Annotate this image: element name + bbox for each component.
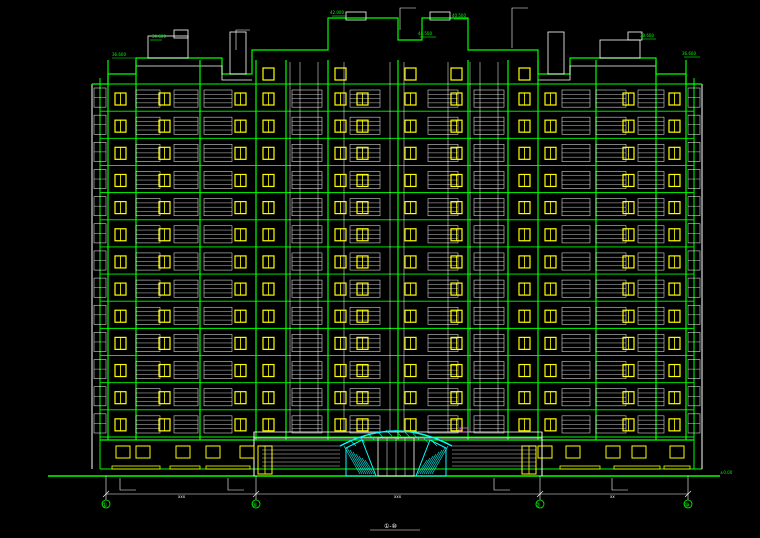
dim-tick-3 bbox=[684, 490, 692, 498]
axis-label-1: ① bbox=[102, 502, 107, 509]
canopy-hatch bbox=[394, 429, 402, 437]
ground-window-5 bbox=[537, 445, 553, 459]
base-strip-2 bbox=[205, 465, 251, 470]
stair-hatch bbox=[417, 459, 428, 475]
bottom-leader-0 bbox=[119, 478, 136, 491]
window-top-1 bbox=[334, 67, 347, 81]
stair-hatch bbox=[423, 453, 437, 475]
base-strip-4 bbox=[613, 465, 661, 470]
stair-hatch bbox=[364, 459, 375, 475]
base-strip-3 bbox=[559, 465, 601, 470]
ground-window-4 bbox=[239, 445, 255, 459]
ground-window-3 bbox=[205, 445, 221, 459]
ground-window-8 bbox=[631, 445, 647, 459]
stair-hatch bbox=[431, 445, 449, 475]
axis-label-4: ④ bbox=[252, 502, 257, 509]
elev-tag-7: 36.600 bbox=[682, 51, 696, 56]
stair-hatch bbox=[425, 451, 440, 475]
stair-hatch bbox=[429, 447, 446, 475]
axis-bubble-3 bbox=[683, 499, 693, 509]
roof-box-a bbox=[345, 11, 367, 21]
stair-hatch bbox=[358, 455, 371, 475]
stair-right bbox=[415, 439, 447, 477]
dim-tick-1 bbox=[252, 490, 260, 498]
stair-hatch bbox=[419, 457, 431, 475]
stair-hatch bbox=[352, 451, 367, 475]
roof-inner-left bbox=[136, 65, 252, 81]
stair-hatch bbox=[346, 447, 363, 475]
callout-leader-2 bbox=[235, 29, 250, 50]
window-top-3 bbox=[450, 67, 463, 81]
stair-hatch bbox=[343, 445, 361, 475]
ground-window-2 bbox=[175, 445, 191, 459]
callout-leader-1 bbox=[511, 7, 528, 48]
roof-tower-left bbox=[147, 35, 189, 59]
bottom-leader-1 bbox=[227, 478, 244, 491]
window-top-2 bbox=[404, 67, 417, 81]
roof-box-b bbox=[429, 11, 451, 21]
drawing-title: ①-⑩ bbox=[384, 523, 397, 530]
canopy-hatch bbox=[421, 436, 429, 443]
stair-hatch bbox=[427, 449, 443, 475]
canopy-hatch bbox=[430, 439, 438, 447]
bottom-leader-3 bbox=[611, 478, 628, 491]
elev-tag-1: 36.600 bbox=[112, 52, 126, 57]
dimension-label-a: xxx bbox=[178, 494, 186, 499]
ground-window-9 bbox=[669, 445, 685, 459]
axis-bubble-2 bbox=[535, 499, 545, 509]
canopy-hatch bbox=[349, 439, 357, 447]
entrance-canopy bbox=[339, 427, 469, 477]
building-structure bbox=[48, 11, 720, 477]
window-top-0 bbox=[262, 67, 275, 81]
roof-tower-right bbox=[599, 39, 641, 59]
canopy-hatch bbox=[358, 436, 366, 443]
roof-chimney-left bbox=[173, 29, 189, 39]
ground-window-6 bbox=[565, 445, 581, 459]
stair-hatch bbox=[349, 449, 365, 475]
dim-tick-0 bbox=[102, 490, 110, 498]
base-strip-0 bbox=[111, 465, 161, 470]
ground-window-7 bbox=[605, 445, 621, 459]
facade-details bbox=[93, 62, 701, 467]
stair-hatch bbox=[361, 457, 373, 475]
ground-window-1 bbox=[135, 445, 151, 459]
window-top-4 bbox=[518, 67, 531, 81]
stair-left bbox=[345, 439, 377, 477]
canopy-hatch bbox=[376, 431, 384, 438]
axis-bubble-0 bbox=[101, 499, 111, 509]
canopy-hatch bbox=[412, 433, 420, 440]
window-grid bbox=[111, 67, 691, 475]
axis-label-7: ⑦ bbox=[535, 502, 541, 509]
roof-profile bbox=[92, 17, 702, 85]
base-strip-5 bbox=[663, 465, 691, 470]
canopy-hatch bbox=[385, 429, 393, 437]
roof-chimney-right bbox=[627, 31, 643, 41]
elev-tag-3: 42.000 bbox=[330, 10, 344, 15]
elev-tag-2: 39.600 bbox=[152, 34, 166, 39]
elev-tag-5: 44.500 bbox=[418, 31, 432, 36]
stair-hatch bbox=[421, 455, 434, 475]
ground-window-0 bbox=[115, 445, 131, 459]
annotations: ±0.00 36.600 39.600 42.000 40.500 44.500… bbox=[101, 7, 733, 531]
axis-bubble-1 bbox=[251, 499, 261, 509]
axis-label-10: ⑩ bbox=[684, 502, 689, 509]
pink-marker bbox=[459, 427, 469, 433]
elev-tag-4: 40.500 bbox=[452, 13, 466, 18]
elev-tag-0: ±0.00 bbox=[720, 470, 733, 475]
dimension-label-c: xx bbox=[610, 494, 615, 499]
roof-stack-right bbox=[547, 31, 565, 75]
dimension-label-b: xxx bbox=[394, 494, 402, 499]
stair-hatch bbox=[355, 453, 369, 475]
canopy-hatch bbox=[367, 433, 375, 440]
base-strip-1 bbox=[169, 465, 201, 470]
dim-tick-2 bbox=[536, 490, 544, 498]
canopy-hatch bbox=[403, 431, 411, 438]
roof-inner-right bbox=[538, 65, 656, 81]
callout-leader-0 bbox=[399, 7, 416, 30]
bottom-leader-2 bbox=[493, 478, 510, 491]
roof-stack-left bbox=[229, 31, 247, 75]
elev-tag-6: 38.600 bbox=[640, 33, 654, 38]
